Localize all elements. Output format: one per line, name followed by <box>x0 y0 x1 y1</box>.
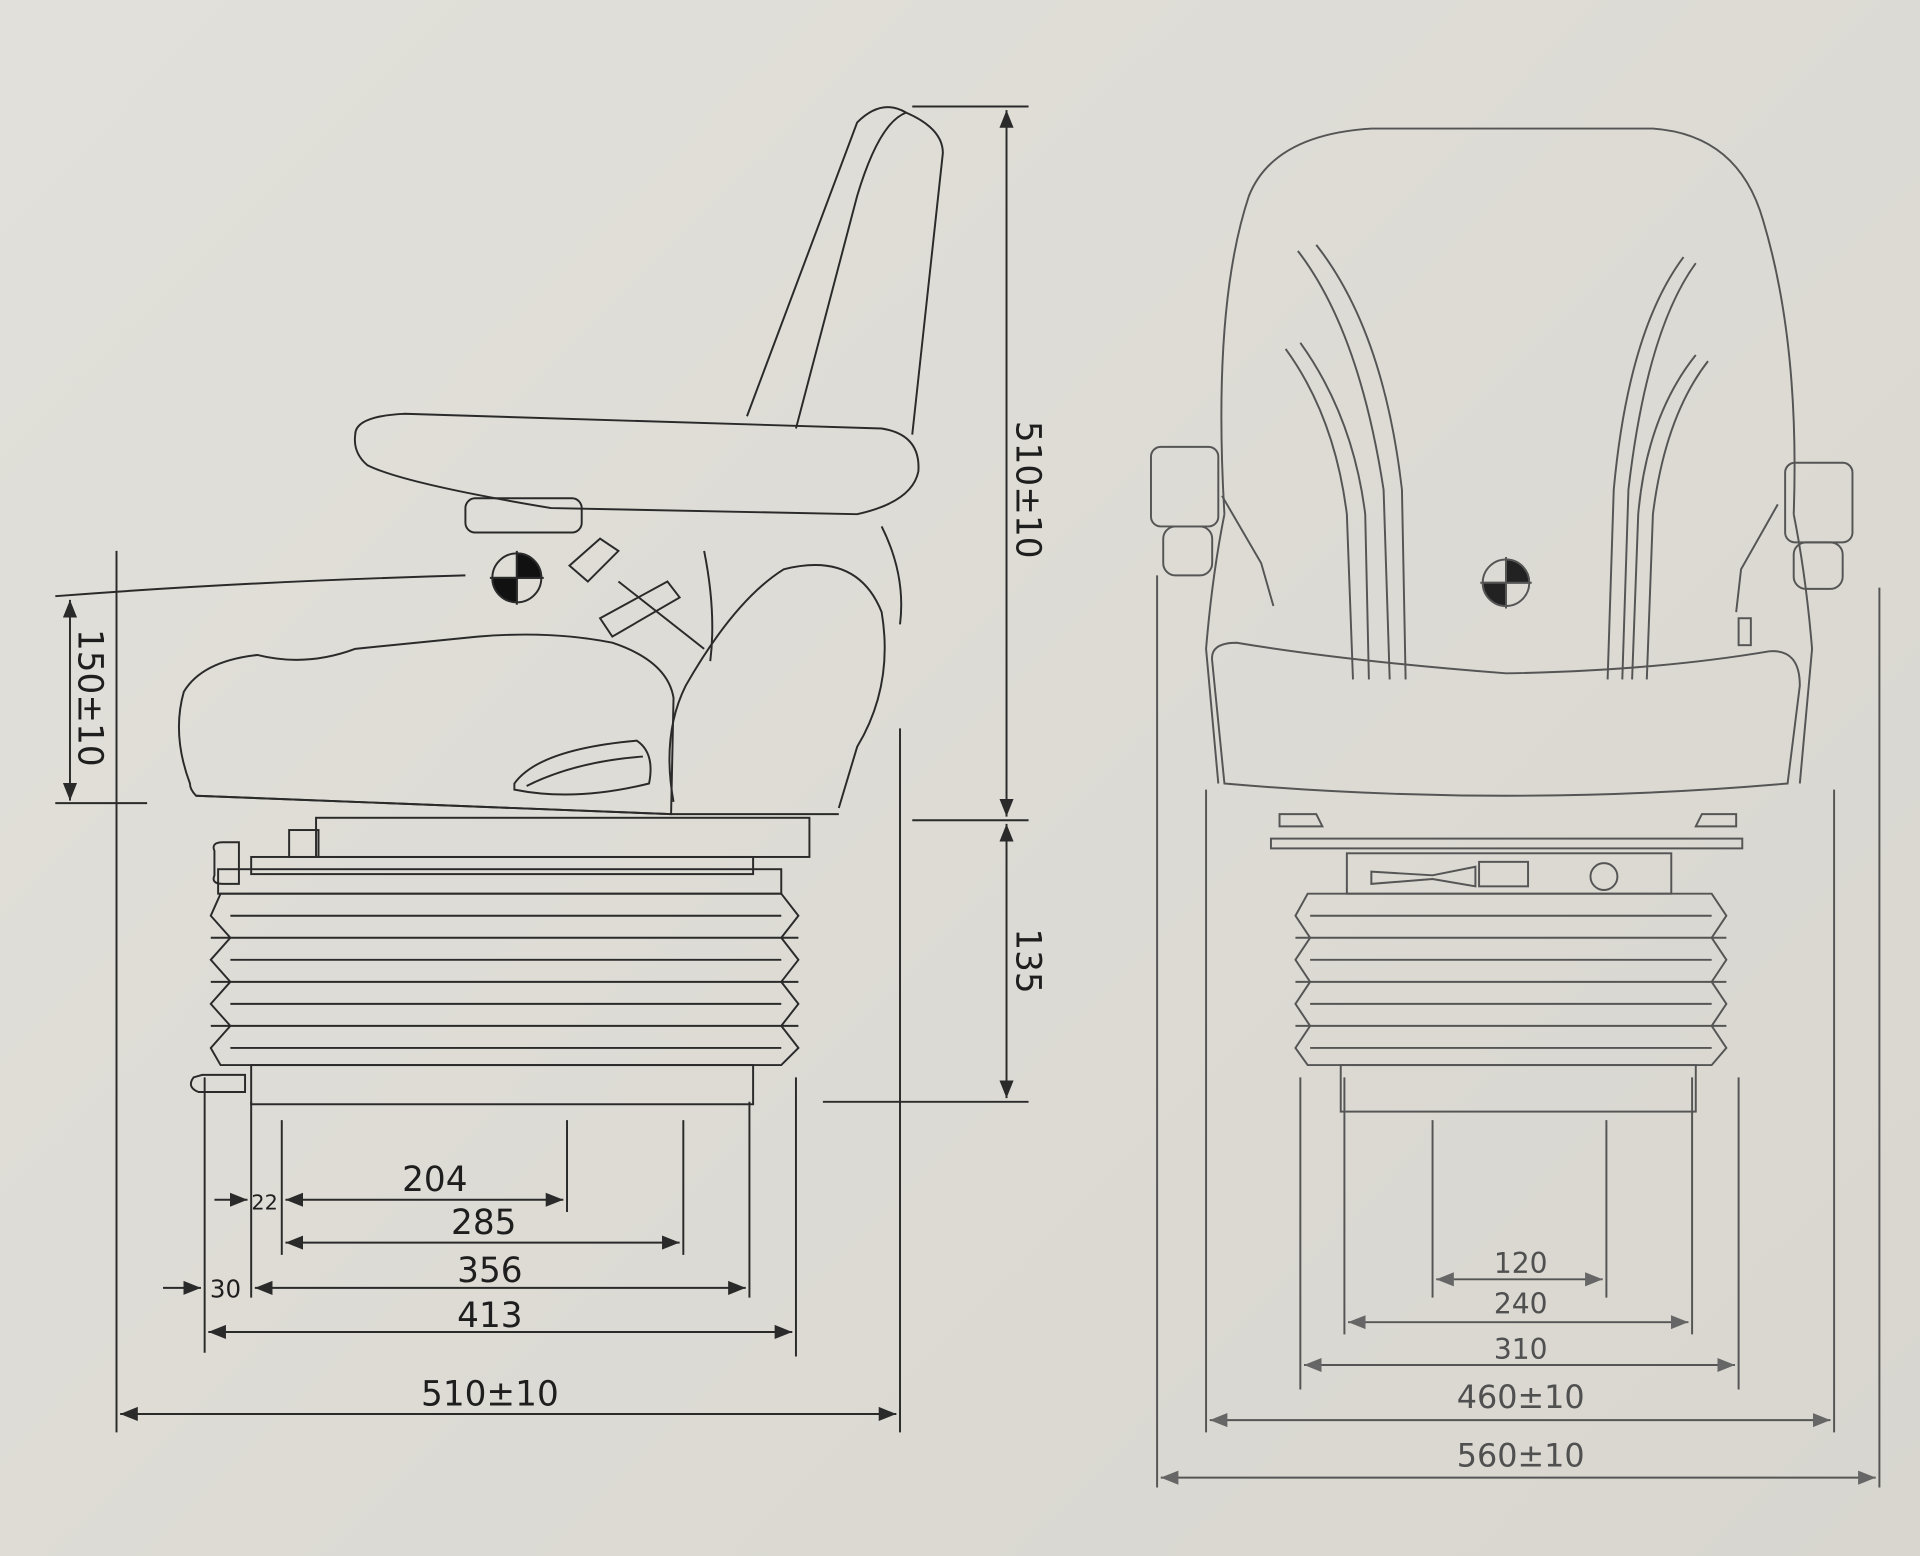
armrest <box>353 412 920 516</box>
dim-side-width-total: 510±10 <box>421 1374 559 1414</box>
control-lever <box>1370 865 1477 888</box>
seat-belt <box>567 537 705 650</box>
dim-suspension-height: 135 <box>1007 928 1047 993</box>
left-armrest <box>1150 445 1220 528</box>
dim-seat-width: 460±10 <box>1457 1378 1585 1416</box>
side-seat-outline <box>177 106 944 1106</box>
dim-30: 30 <box>210 1275 241 1304</box>
seat-cushion <box>177 633 675 816</box>
seat-base <box>196 794 839 816</box>
bellows <box>1294 892 1728 1067</box>
suspension-base <box>1339 1064 1697 1113</box>
mount-plate <box>1269 837 1744 850</box>
dim-285: 285 <box>451 1203 516 1243</box>
seat-lever <box>513 739 652 796</box>
side-dimension-lines <box>55 105 1029 1433</box>
dim-22: 22 <box>251 1191 277 1215</box>
dim-front-width-total: 560±10 <box>1457 1437 1585 1475</box>
dim-413: 413 <box>457 1296 522 1336</box>
backrest <box>1220 127 1796 515</box>
dim-204: 204 <box>402 1160 467 1200</box>
dim-356: 356 <box>457 1251 522 1291</box>
armrest-handle <box>464 497 583 534</box>
backrest-grooves <box>1284 244 1709 680</box>
front-view: 560±10 460±10 310 240 120 <box>1150 127 1881 1488</box>
suspension-base <box>250 1064 755 1106</box>
dim-height-total: 510±10 <box>1007 421 1047 559</box>
front-dimension-lines <box>1156 575 1881 1488</box>
dim-310: 310 <box>1494 1333 1548 1366</box>
dim-120: 120 <box>1494 1247 1548 1280</box>
seat-cushion <box>1211 641 1801 797</box>
lever-knob <box>212 841 240 885</box>
dim-seat-height: 150±10 <box>70 629 110 767</box>
side-view: 510±10 135 150±10 510±10 413 356 30 285 … <box>55 105 1047 1433</box>
bellows <box>209 892 800 1067</box>
backrest <box>746 106 944 435</box>
side-bolster <box>668 564 886 809</box>
dim-240: 240 <box>1494 1288 1548 1321</box>
front-seat-outline <box>1150 127 1854 1113</box>
